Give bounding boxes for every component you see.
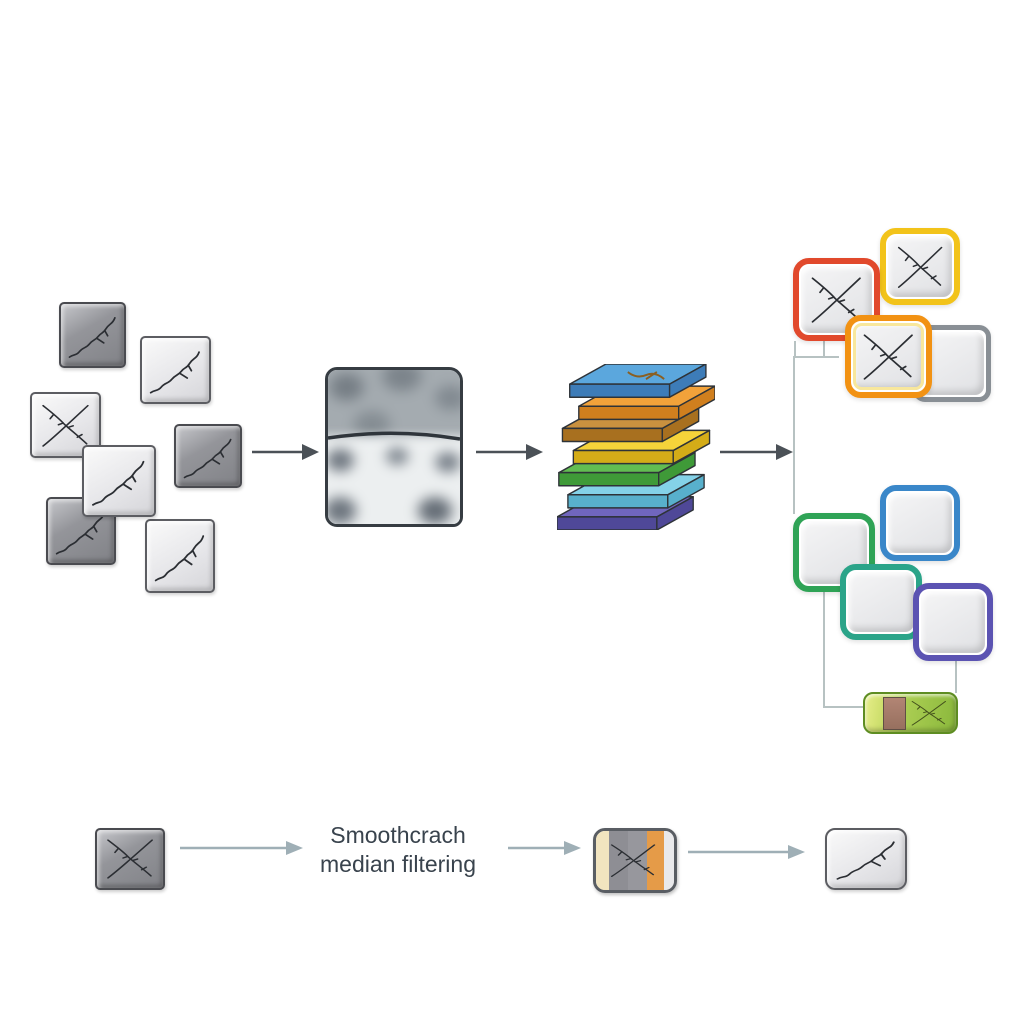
chip-inset-patch	[883, 697, 906, 730]
smoothed-image-seam	[328, 431, 460, 441]
crack-icon	[183, 438, 232, 478]
filter-arrow-icon-1	[180, 841, 303, 855]
arrow-right-icon-1	[252, 444, 319, 460]
input-crack-tile-2	[140, 336, 211, 404]
crack-icon	[92, 460, 145, 506]
stripe-gray-2	[627, 831, 647, 890]
sample-crack-tile	[95, 828, 165, 890]
arrow-right-icon-2	[476, 444, 543, 460]
merged-result-chip	[863, 692, 958, 734]
input-crack-tile-1	[59, 302, 126, 368]
crack-icon	[911, 700, 946, 726]
output-tile-purple	[913, 583, 993, 661]
tile-face	[921, 591, 985, 653]
crack-icon	[836, 841, 895, 881]
input-crack-tile-3	[30, 392, 101, 458]
connector-line	[793, 356, 795, 514]
result-crack-tile	[825, 828, 907, 890]
input-crack-tile-4	[174, 424, 242, 488]
output-tile-green-2	[840, 564, 922, 640]
smoothed-image-bottom	[328, 437, 460, 524]
output-tile-blue	[880, 485, 960, 561]
crack-icon	[154, 535, 205, 582]
output-tile-orange	[845, 315, 932, 398]
crack-icon	[149, 351, 200, 394]
output-tile-green-1	[793, 513, 875, 592]
output-tile-yellow	[880, 228, 960, 305]
filter-caption-line2: median filtering	[320, 851, 476, 877]
feature-map-stack	[557, 364, 715, 530]
tile-face	[888, 493, 952, 553]
stripe-white	[663, 831, 674, 890]
crack-icon	[68, 316, 116, 358]
tile-face	[888, 236, 952, 297]
input-crack-tile-7	[145, 519, 215, 593]
filter-caption-line1: Smoothcrach	[330, 822, 466, 848]
crack-icon	[897, 246, 943, 288]
tile-face	[848, 572, 914, 632]
input-crack-tile-5	[82, 445, 156, 517]
output-tile-red	[793, 258, 880, 341]
filter-caption: Smoothcrach median filtering	[296, 821, 500, 879]
tile-face	[853, 323, 924, 390]
arrow-right-icon-3	[720, 444, 793, 460]
connector-line	[823, 591, 825, 708]
smoothed-image-top	[328, 370, 460, 441]
smoothed-image	[325, 367, 463, 527]
filter-arrow-icon-2	[508, 841, 581, 855]
stripe-cream	[596, 831, 610, 890]
connector-line	[823, 706, 865, 708]
crack-icon	[863, 334, 914, 380]
connector-line	[955, 661, 957, 693]
stripe-orange	[646, 831, 664, 890]
striped-filter-tile	[593, 828, 677, 893]
crack-icon	[611, 844, 656, 878]
connector-line	[793, 356, 839, 358]
crack-icon	[107, 839, 153, 880]
filter-arrow-icon-3	[688, 845, 805, 859]
connector-line	[823, 341, 825, 358]
connector-line	[794, 341, 796, 358]
